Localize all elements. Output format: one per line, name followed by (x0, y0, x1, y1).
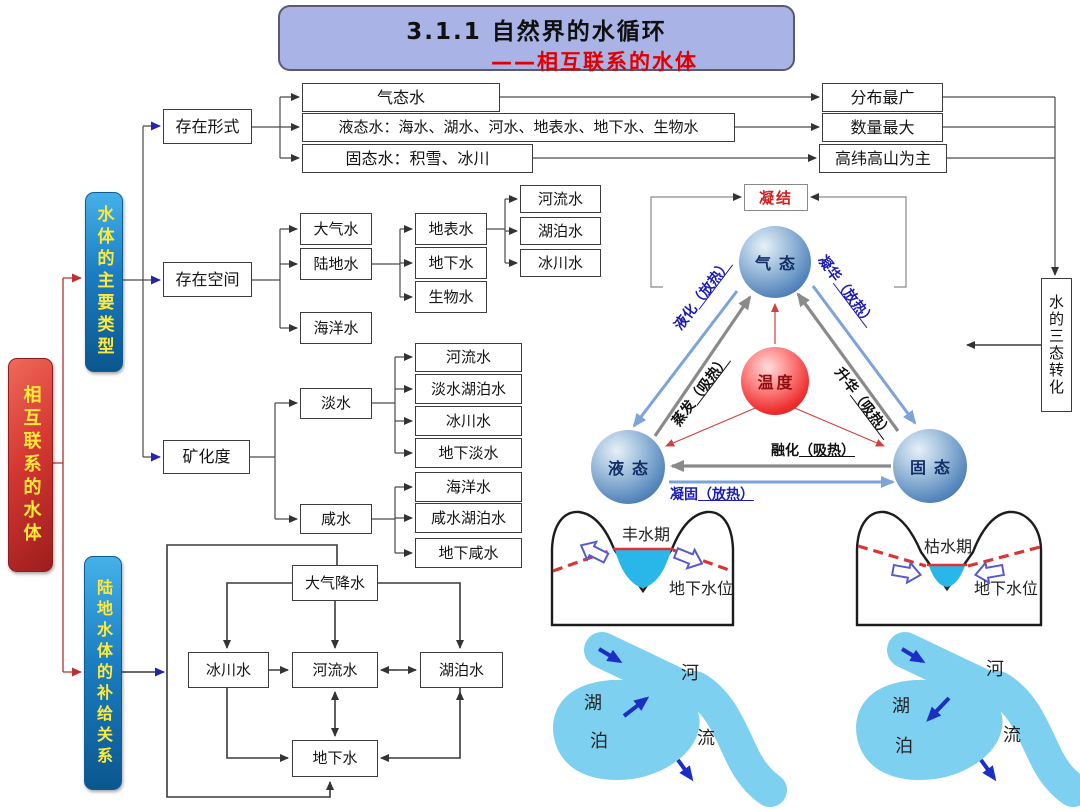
ocean-water-node: 海洋水 (300, 312, 372, 344)
fresh-item-ground: 地下淡水 (415, 438, 522, 468)
solid-water-node: 固态水：积雪、冰川 (302, 144, 533, 173)
liquid-state-sphere: 液态 (591, 430, 665, 504)
mineral-node: 矿化度 (163, 440, 250, 474)
form-node: 存在形式 (163, 109, 252, 144)
types-node: 水体的主要类型 (85, 192, 123, 372)
glacier-water-node: 冰川水 (520, 249, 601, 277)
groundwater-dry-diagram (855, 510, 1043, 627)
lake-char2-right: 泊 (895, 736, 913, 757)
solid-state-sphere: 固态 (893, 429, 967, 503)
space-node: 存在空间 (163, 262, 252, 297)
state-triangle-lines (632, 193, 1041, 488)
surface-water-node: 地表水 (415, 213, 487, 245)
condensation-box: 凝结 (744, 184, 808, 211)
recharge-flow-lines (122, 544, 464, 798)
dry-season-label: 枯水期 (923, 537, 972, 556)
water-table-label-dry: 地下水位 (973, 579, 1038, 598)
gas-water-node: 气态水 (302, 83, 500, 112)
river-char1-left: 河 (681, 663, 699, 684)
melting-label: 融化（吸热） (771, 443, 855, 459)
lake-river-left (553, 632, 787, 807)
salt-item-ground: 地下咸水 (415, 538, 522, 568)
gas-note-node: 分布最广 (822, 83, 943, 112)
fresh-item-glacier: 冰川水 (415, 406, 522, 436)
three-state-side-label: 水的三态转化 (1041, 278, 1072, 412)
flow-ground-node: 地下水 (292, 740, 378, 777)
root-node: 相互联系的水体 (8, 358, 53, 572)
wet-season-label: 丰水期 (621, 525, 670, 544)
river-char2-left: 流 (697, 728, 715, 749)
slide-title: 3.1.1 自然界的水循环 ——相互联系的水体 (278, 5, 795, 74)
fresh-water-node: 淡水 (300, 388, 372, 419)
lake-river-right (856, 632, 1080, 807)
title-line2: ——相互联系的水体 (491, 50, 698, 74)
groundwater-wet-diagram (550, 510, 735, 627)
land-water-node: 陆地水 (300, 248, 372, 280)
flow-river-node: 河流水 (292, 652, 378, 688)
fresh-item-river: 河流水 (415, 343, 522, 372)
river-char1-right: 河 (986, 659, 1004, 680)
solid-note-node: 高纬高山为主 (819, 144, 947, 173)
freezing-label: 凝固（放热） (670, 487, 754, 503)
lake-char2-left: 泊 (590, 731, 608, 752)
salt-water-node: 咸水 (300, 504, 372, 534)
temperature-sphere: 温度 (741, 347, 809, 415)
types-branch-lines (122, 93, 1059, 557)
liquid-note-node: 数量最大 (822, 113, 943, 142)
root-connectors (52, 273, 82, 677)
underground-water-node: 地下水 (415, 247, 487, 279)
fresh-item-lake: 淡水湖泊水 (415, 374, 522, 404)
liquid-water-node: 液态水：海水、湖水、河水、地表水、地下水、生物水 (302, 113, 735, 142)
recharge-node: 陆地水体的补给关系 (84, 556, 122, 790)
lake-char1-left: 湖 (584, 693, 602, 714)
bio-water-node: 生物水 (415, 281, 487, 313)
lake-water-node: 湖泊水 (520, 217, 601, 245)
salt-item-lake: 咸水湖泊水 (415, 503, 522, 533)
river-char2-right: 流 (1003, 725, 1021, 746)
flow-lake-node: 湖泊水 (420, 652, 503, 688)
lake-char1-right: 湖 (892, 696, 910, 717)
flow-glacier-node: 冰川水 (188, 652, 269, 688)
title-line1: 3.1.1 自然界的水循环 (406, 19, 667, 45)
atmos-water-node: 大气水 (300, 213, 372, 245)
flow-precip-node: 大气降水 (292, 565, 378, 601)
water-table-label-wet: 地下水位 (668, 579, 733, 598)
gas-state-sphere: 气态 (739, 226, 811, 298)
river-water-node: 河流水 (520, 185, 601, 213)
salt-item-ocean: 海洋水 (415, 472, 522, 502)
